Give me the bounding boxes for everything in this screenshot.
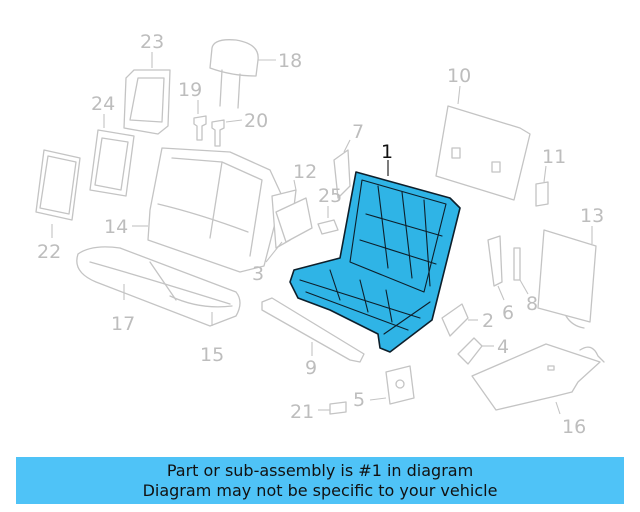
callout-7: 7 [352, 121, 364, 143]
callout-1: 1 [381, 141, 393, 163]
part-7-bracket [333, 139, 351, 199]
callout-22: 22 [37, 241, 61, 263]
callout-20: 20 [244, 110, 268, 132]
part-11-latch [535, 165, 549, 207]
callout-3: 3 [252, 263, 264, 285]
callout-19: 19 [178, 79, 202, 101]
callout-18: 18 [278, 50, 302, 72]
part-18-headrest [209, 39, 276, 109]
part-5-plate [369, 365, 415, 405]
callout-15: 15 [200, 344, 224, 366]
part-8-side-trim [513, 247, 529, 295]
info-banner: Part or sub-assembly is #1 in diagram Di… [16, 457, 624, 504]
part-4-bracket [457, 337, 494, 365]
part-9-cross-bar [261, 297, 365, 363]
parts-diagram: 1 2 3 4 5 6 7 8 9 10 11 12 13 14 15 16 1… [35, 31, 605, 438]
callout-16: 16 [562, 416, 586, 438]
part-15-seat-cushion-trim [169, 295, 233, 326]
callout-25: 25 [318, 185, 342, 207]
part-6-side-trim [487, 235, 505, 301]
part-17-seat-cushion [76, 246, 241, 327]
callout-9: 9 [305, 357, 317, 379]
callout-11: 11 [542, 146, 566, 168]
callout-14: 14 [104, 216, 128, 238]
callout-6: 6 [502, 302, 514, 324]
part-20-headrest-guide [211, 119, 243, 147]
part-19-headrest-guide [193, 100, 207, 141]
part-13-cover-panel [537, 226, 597, 329]
part-14-seat-back-cover [132, 147, 283, 273]
part-1-seat-frame [289, 160, 461, 353]
callout-17: 17 [111, 313, 135, 335]
callout-2: 2 [482, 310, 494, 332]
part-25-clip [317, 206, 339, 235]
callout-24: 24 [91, 93, 115, 115]
callout-12: 12 [293, 161, 317, 183]
part-21-clip [318, 401, 347, 415]
banner-line-part-number: Part or sub-assembly is #1 in diagram [166, 460, 474, 480]
part-23-seat-back-panel [123, 52, 171, 135]
banner-line-disclaimer: Diagram may not be specific to your vehi… [142, 480, 498, 500]
callout-4: 4 [497, 336, 509, 358]
part-16-floor-mat [471, 343, 605, 415]
callout-10: 10 [447, 65, 471, 87]
part-3-hinge [265, 197, 313, 263]
part-10-rear-panel [435, 85, 531, 201]
callout-21: 21 [290, 401, 314, 423]
callout-8: 8 [526, 293, 538, 315]
callout-13: 13 [580, 205, 604, 227]
part-2-bracket [441, 303, 478, 337]
part-22-seat-back-board [35, 149, 81, 238]
callout-5: 5 [353, 389, 365, 411]
part-24-seat-back-pad [89, 114, 135, 197]
callout-23: 23 [140, 31, 164, 53]
